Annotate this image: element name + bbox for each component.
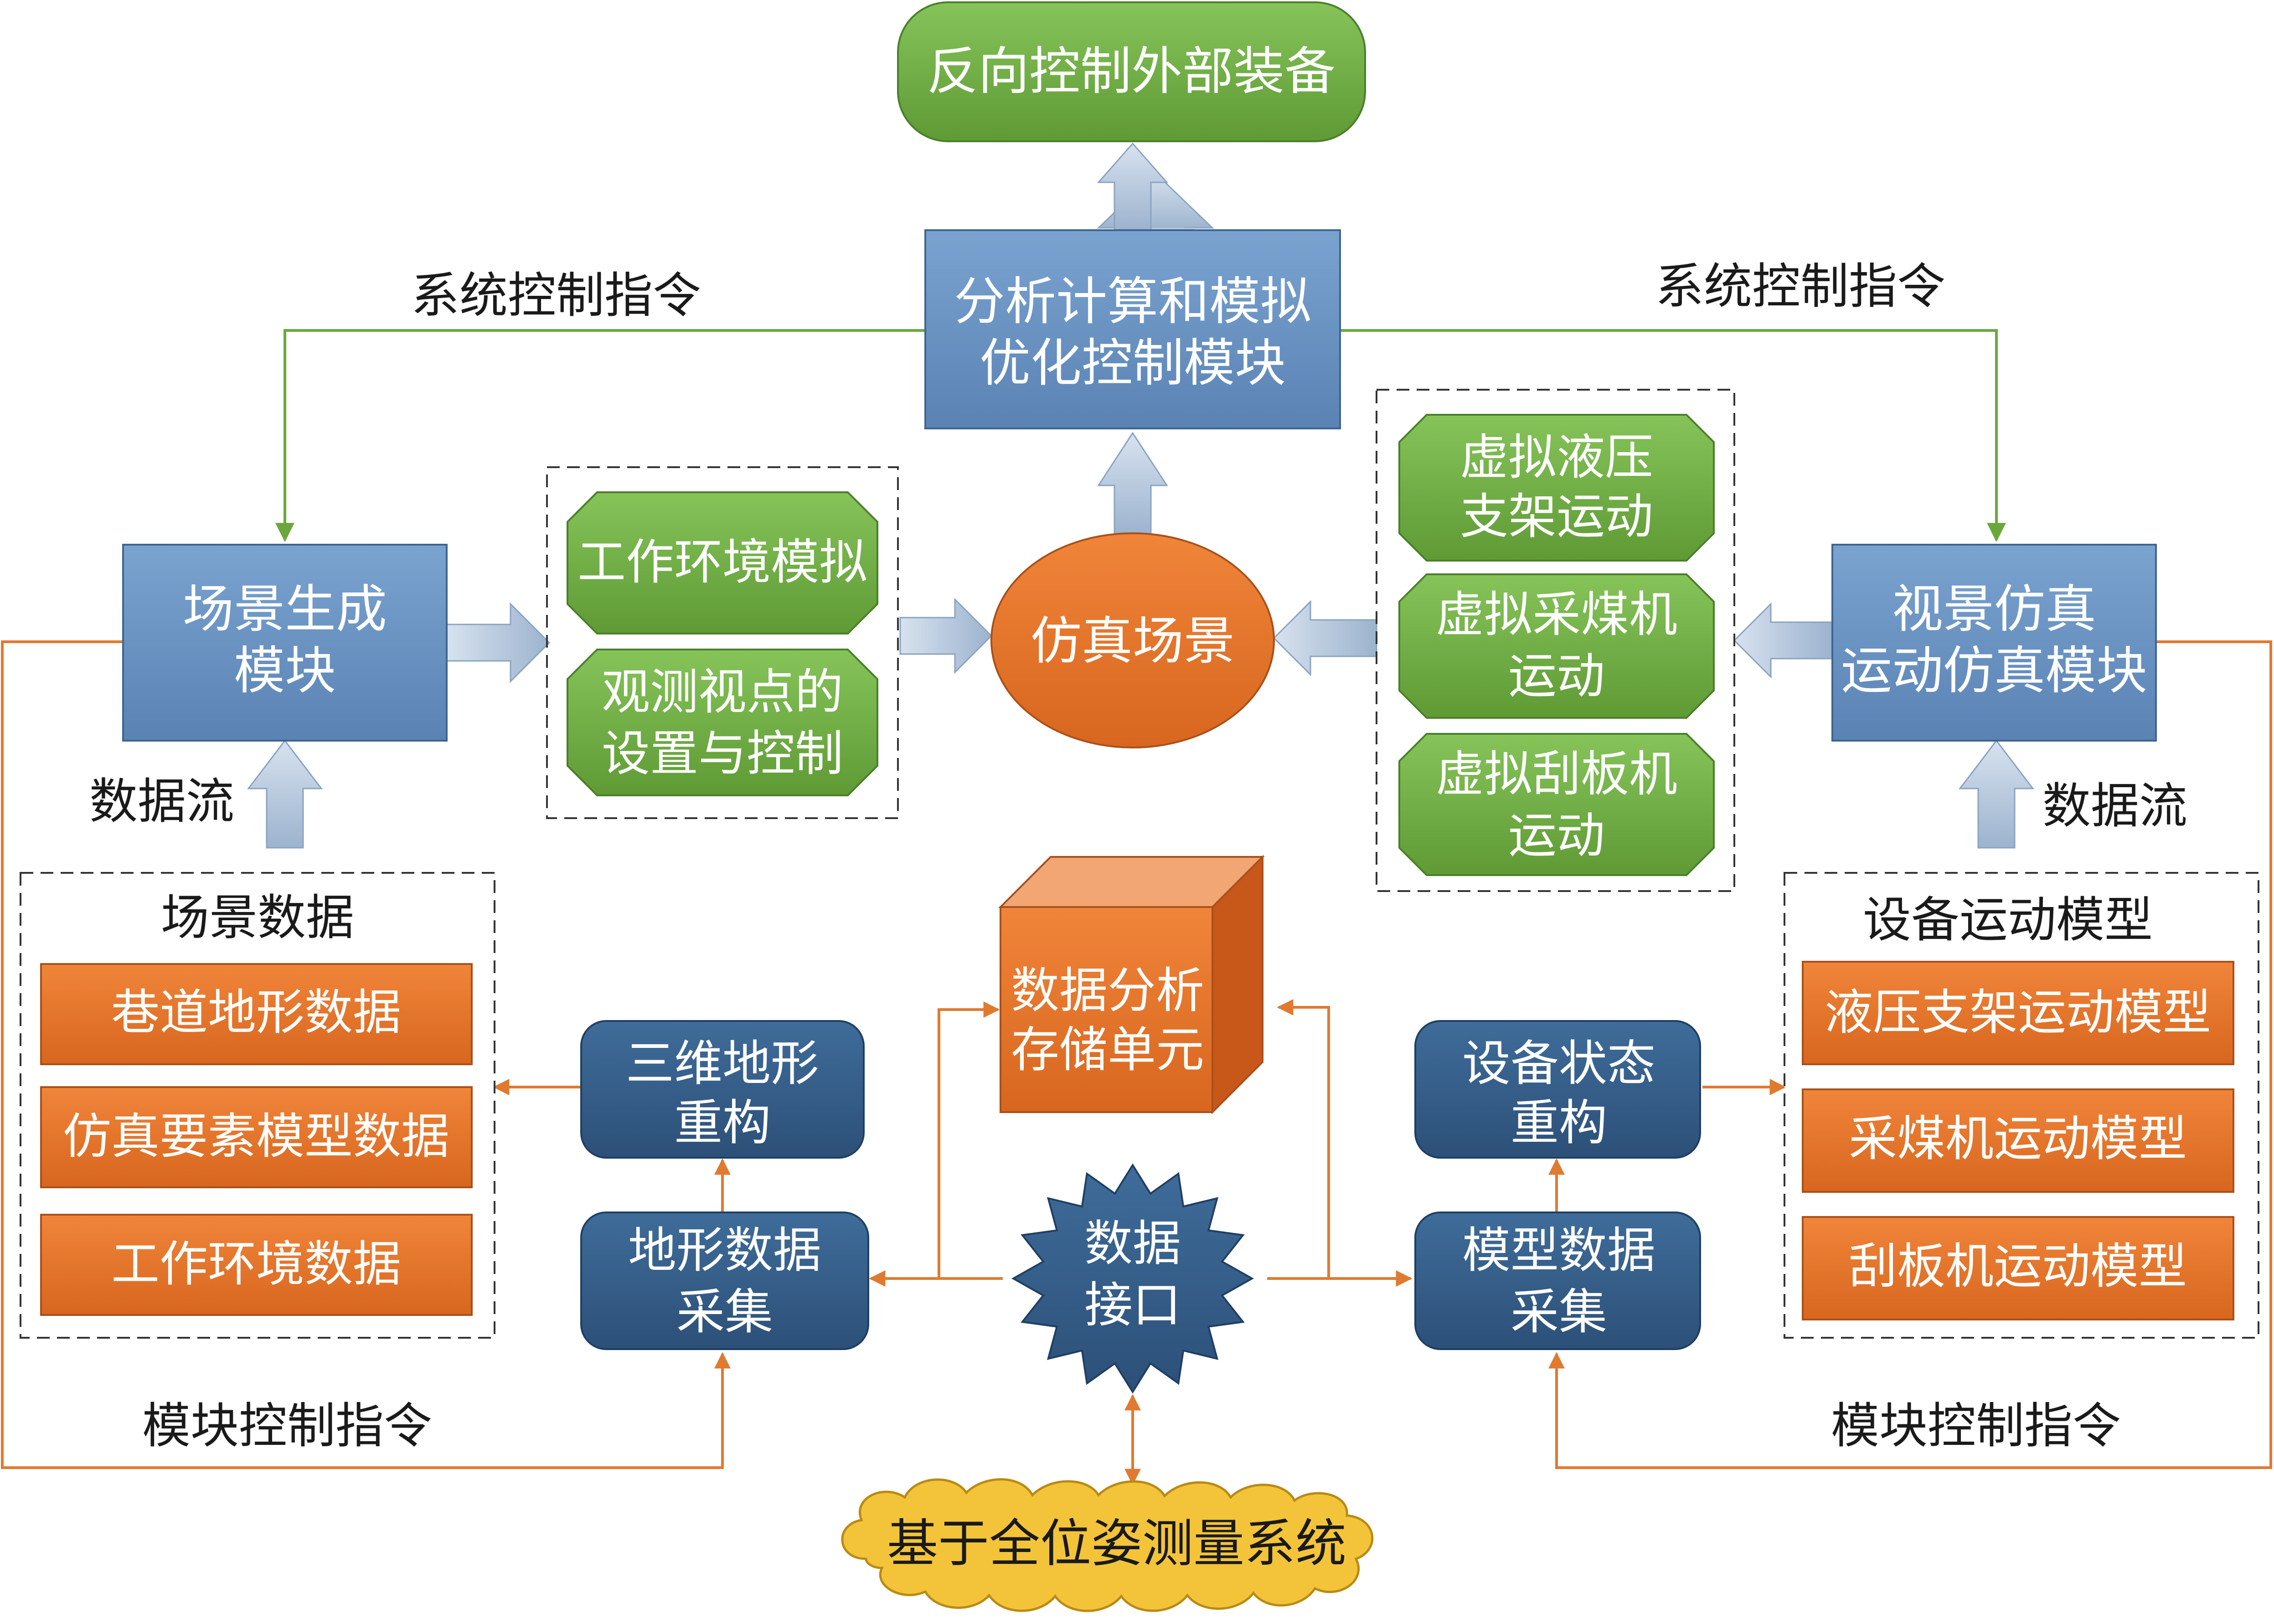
viewpoint-box [567,649,878,796]
interface-label-1: 数据 [1084,1216,1181,1272]
equip-model-item-1 [1802,961,2234,1065]
sys-cmd-line-left [275,329,928,542]
up-arrow-to-external-shaft [1117,228,1194,230]
data-flow-left-label: 数据流 [89,773,234,830]
virtual-shearer-box [1398,573,1715,719]
terrain-collect-box [580,1212,869,1350]
virtual-group-frame [1376,389,1735,892]
measure-system-label: 基于全位姿测量系统 [887,1514,1346,1573]
interface-to-storage-right [1277,999,1330,1279]
viewpoint-label-2: 设置与控制 [602,726,843,782]
scene-data-title: 场景数据 [161,890,354,946]
terrain-collect-label-2: 采集 [676,1284,773,1340]
interface-to-storage-left [938,1001,1000,1279]
model-collect-box [1414,1212,1701,1350]
equip-model-item-3-label: 刮板机运动模型 [1849,1238,2187,1294]
sim-scene-label: 仿真场景 [1031,612,1235,671]
data-flow-right-label: 数据流 [2042,778,2187,834]
equip-model-item-2 [1802,1088,2234,1193]
right-arrow-env-to-scene [899,598,993,674]
terrain-recon-label-2: 重构 [674,1095,771,1151]
virtual-conveyor-label-2: 运动 [1508,808,1605,864]
equip-model-item-1-label: 液压支架运动模型 [1825,985,2211,1041]
scene-data-item-2-label: 仿真要素模型数据 [63,1108,449,1165]
model-collect-label-1: 模型数据 [1462,1222,1655,1279]
up-arrow-dataflow-right [1958,739,2035,849]
virtual-conveyor-box [1398,733,1715,876]
external-control-label: 反向控制外部装备 [927,42,1336,101]
scene-data-item-3-label: 工作环境数据 [111,1236,401,1292]
equip-model-item-3 [1802,1216,2234,1320]
module-cmd-line-left [1,640,731,1469]
up-arrow-dataflow-left [247,739,323,849]
module-cmd-right-label: 模块控制指令 [1831,1398,2121,1454]
view-sim-label-1: 视景仿真 [1892,580,2096,639]
virtual-hydraulic-box [1398,414,1715,562]
sys-cmd-right-label: 系统控制指令 [1655,258,1945,314]
viewpoint-label-1: 观测视点的 [602,664,843,720]
up-arrow-scene-to-analysis [1097,432,1168,536]
analysis-label-1: 分析计算和模拟 [954,272,1311,331]
module-cmd-line-right [1548,640,2272,1469]
module-cmd-left-label: 模块控制指令 [142,1398,432,1454]
storage-cube-front [1000,906,1213,1113]
view-sim-module-box [1831,544,2157,742]
terrain-recon-box [580,1020,865,1159]
env-group-frame [546,466,899,819]
equip-model-item-2-label: 采煤机运动模型 [1849,1111,2187,1167]
virtual-hydraulic-label-2: 支架运动 [1460,489,1653,545]
interface-label-2: 接口 [1084,1277,1181,1333]
sys-cmd-line-right [1338,329,2006,542]
equip-recon-label-1: 设备状态 [1462,1036,1655,1092]
scene-data-item-3 [40,1214,473,1316]
terrain-collect-label-1: 地形数据 [628,1222,821,1279]
external-control-box [897,1,1366,142]
scene-gen-module-box [122,544,448,742]
virtual-shearer-label-2: 运动 [1508,648,1605,704]
scene-gen-label-2: 模块 [234,641,336,701]
equip-model-title: 设备运动模型 [1863,892,2153,948]
storage-label-2: 存储单元 [1011,1022,1204,1078]
analysis-label-2: 优化控制模块 [980,334,1286,393]
right-arrow-scene-to-env [446,602,551,683]
scene-data-item-2 [40,1086,473,1188]
view-sim-label-2: 运动仿真模块 [1841,641,2147,701]
virtual-hydraulic-label-1: 虚拟液压 [1460,429,1653,485]
data-interface-starburst [1011,1163,1254,1394]
scene-data-item-1-label: 巷道地形数据 [111,985,401,1041]
measure-system-cloud [841,1478,1374,1612]
sim-scene-ellipse [990,532,1275,748]
terrain-recon-label-1: 三维地形 [626,1036,819,1092]
analysis-module-box [924,229,1341,429]
virtual-conveyor-label-1: 虚拟刮板机 [1436,746,1677,802]
scene-data-item-1 [40,963,473,1065]
virtual-shearer-label-1: 虚拟采煤机 [1436,587,1677,643]
left-arrow-virtual-to-scene [1273,600,1377,676]
equip-recon-box [1414,1020,1701,1159]
left-arrow-view-to-virtual [1733,602,1833,679]
model-collect-label-2: 采集 [1511,1284,1607,1340]
storage-label-1: 数据分析 [1011,963,1204,1019]
sys-cmd-left-label: 系统控制指令 [411,268,701,324]
env-sim-label: 工作环境模拟 [578,534,867,590]
scene-gen-label-1: 场景生成 [183,580,387,639]
env-sim-box [567,491,878,634]
up-arrow-ext-shaft [1097,142,1169,231]
equip-recon-label-2: 重构 [1511,1095,1607,1151]
